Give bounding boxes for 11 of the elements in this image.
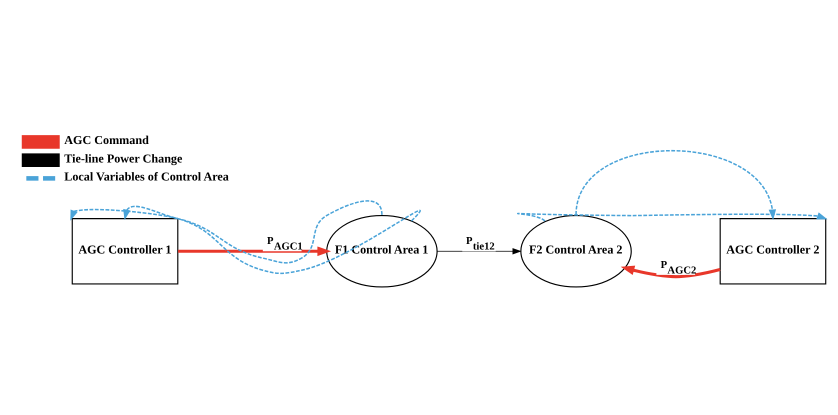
legend-label: AGC Command xyxy=(64,132,149,147)
node-box: AGC Controller 2 xyxy=(720,218,826,284)
node-ellipse: F2 Control Area 2 xyxy=(520,214,632,288)
legend-label: Local Variables of Control Area xyxy=(64,169,229,184)
node-ellipse: F1 Control Area 1 xyxy=(326,214,438,288)
arrow xyxy=(518,212,828,222)
arrow xyxy=(575,149,776,220)
arrow xyxy=(178,246,332,256)
legend-label: Tie-line Power Change xyxy=(64,150,182,165)
node-box: AGC Controller 1 xyxy=(72,218,178,284)
arrow xyxy=(620,265,720,278)
